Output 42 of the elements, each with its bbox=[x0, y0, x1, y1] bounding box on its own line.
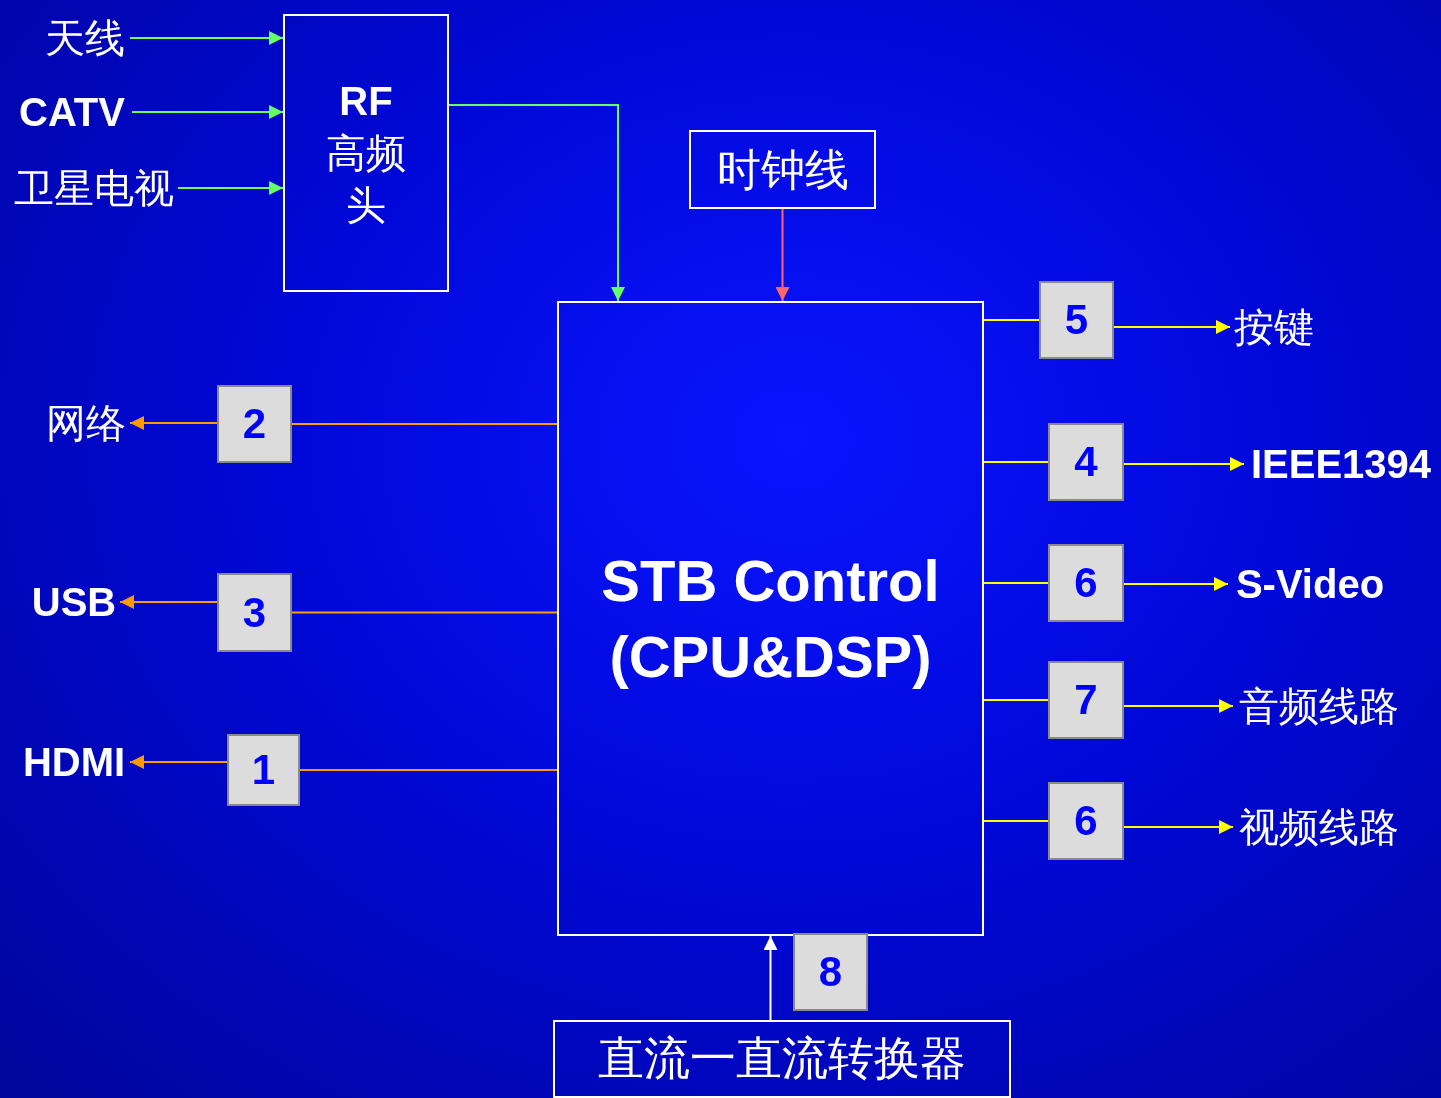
arrow bbox=[129, 755, 228, 769]
box-text: RF 高频头 bbox=[325, 78, 407, 229]
arrow bbox=[1123, 577, 1229, 591]
arrow bbox=[119, 595, 218, 609]
box-text: 时钟线 bbox=[715, 143, 850, 196]
number-tile: 3 bbox=[217, 573, 292, 652]
port-label: 网络 bbox=[42, 400, 130, 446]
arrow bbox=[129, 416, 218, 430]
port-label: IEEE1394 bbox=[1244, 441, 1438, 487]
process-box bbox=[557, 301, 984, 936]
arrow bbox=[131, 105, 284, 119]
arrow bbox=[1123, 820, 1234, 834]
number-tile: 2 bbox=[217, 385, 292, 463]
arrow bbox=[129, 31, 284, 45]
number-tile: 7 bbox=[1048, 661, 1124, 739]
port-label: 音频线路 bbox=[1233, 683, 1405, 729]
box-text: STB Control (CPU&DSP) bbox=[600, 547, 941, 691]
arrow bbox=[775, 208, 790, 302]
number-tile: 4 bbox=[1048, 423, 1124, 501]
process-box bbox=[283, 14, 449, 292]
number-tile: 6 bbox=[1048, 544, 1124, 622]
process-box bbox=[553, 1020, 1011, 1098]
arrow bbox=[763, 935, 778, 1021]
port-label: S-Video bbox=[1228, 561, 1392, 607]
box-text: 直流一直流转换器 bbox=[597, 1031, 967, 1087]
port-label: USB bbox=[28, 579, 120, 625]
arrow bbox=[1123, 699, 1234, 713]
arrow bbox=[1123, 457, 1245, 471]
port-label: 按键 bbox=[1230, 304, 1318, 350]
arrow bbox=[1113, 320, 1231, 334]
port-label: HDMI bbox=[18, 739, 130, 785]
number-tile: 5 bbox=[1039, 281, 1114, 359]
process-box bbox=[689, 130, 876, 209]
port-label: 视频线路 bbox=[1233, 804, 1405, 850]
number-tile: 8 bbox=[793, 933, 868, 1011]
port-label: 天线 bbox=[40, 15, 130, 61]
port-label: CATV bbox=[12, 89, 132, 135]
number-tile: 1 bbox=[227, 734, 300, 806]
arrow bbox=[448, 104, 625, 302]
port-label: 卫星电视 bbox=[10, 165, 178, 211]
arrow bbox=[177, 181, 284, 195]
number-tile: 6 bbox=[1048, 782, 1124, 860]
